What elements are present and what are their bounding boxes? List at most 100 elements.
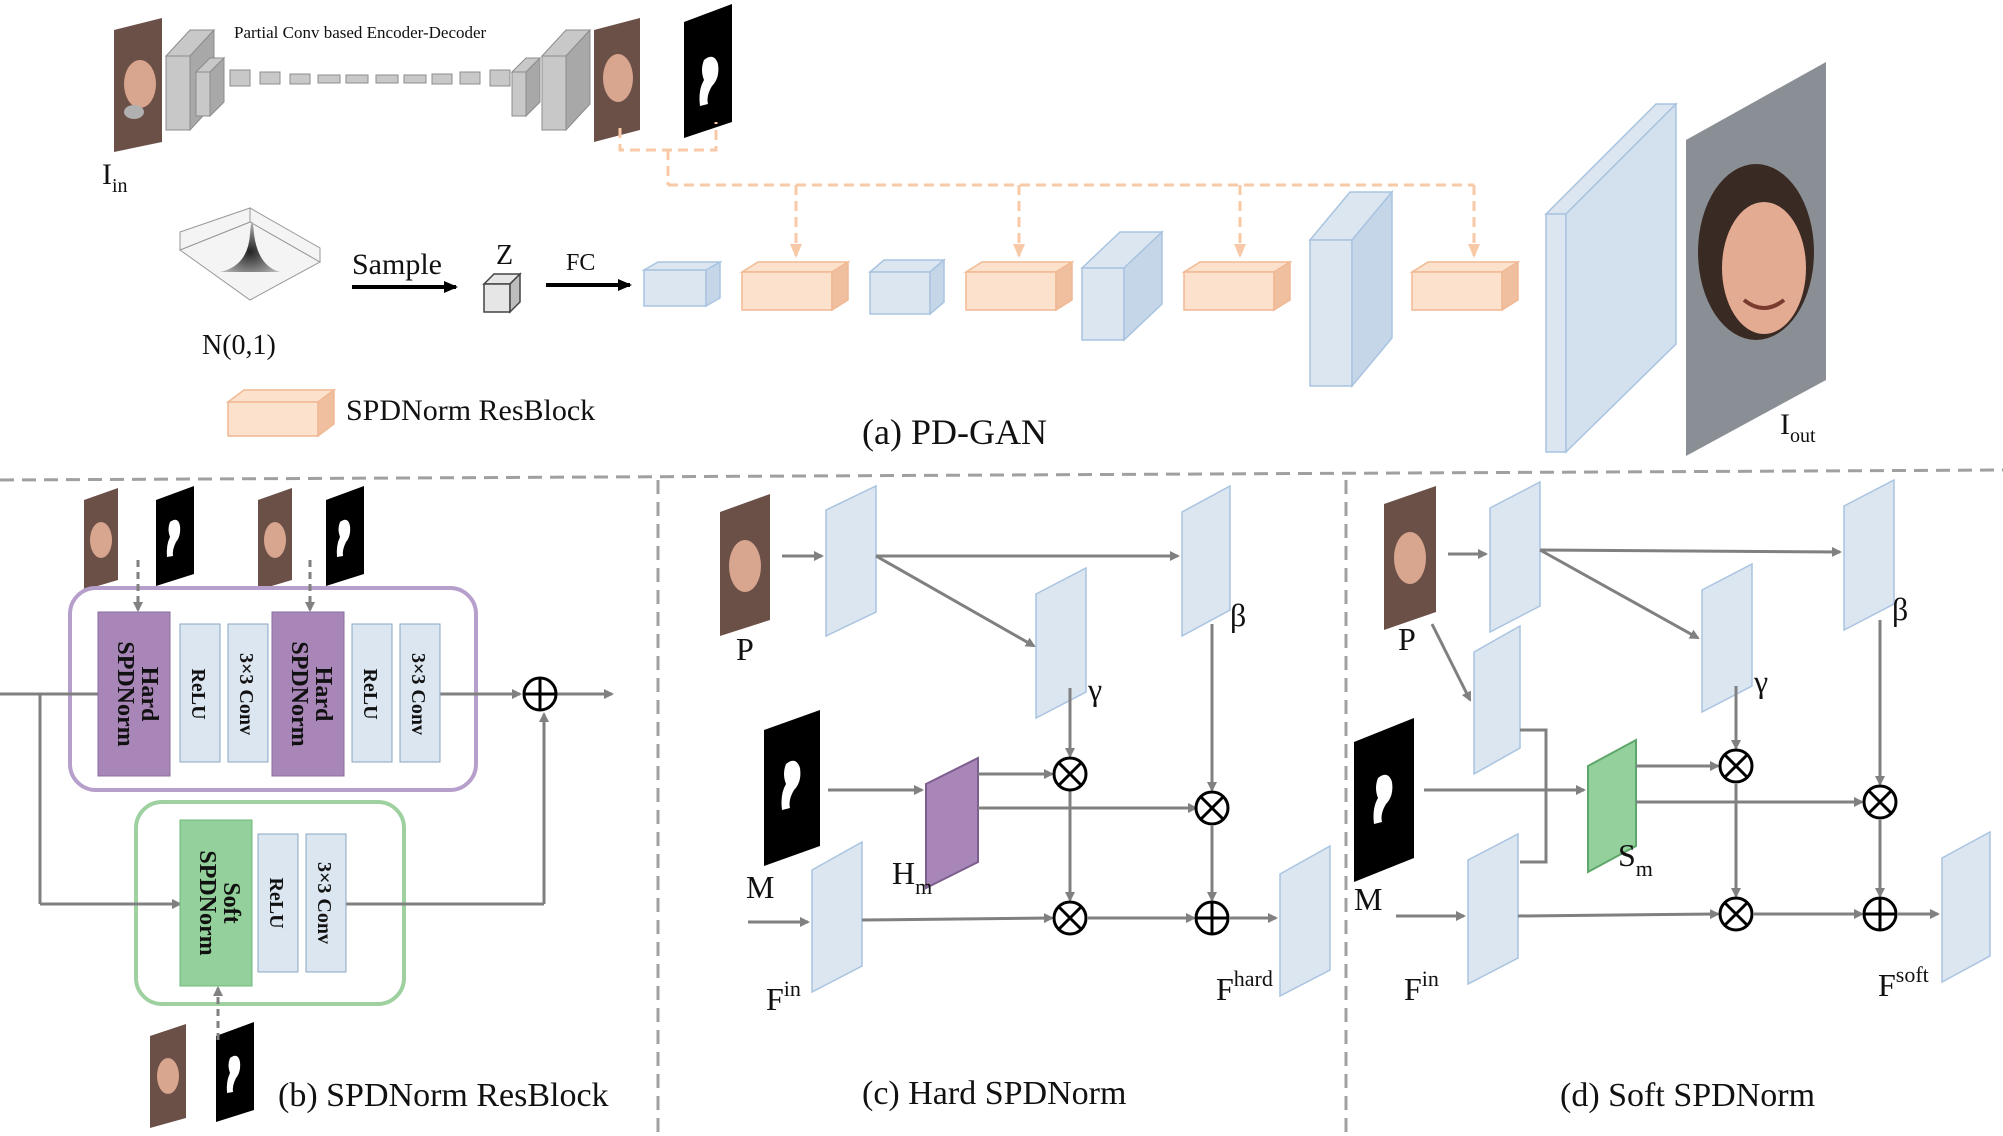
panel-b: Hard SPDNorm ReLU 3×3 Conv Hard SPDNorm …	[0, 486, 614, 1128]
d-soft-mask-block	[1587, 738, 1637, 874]
generator-blocks	[641, 102, 1678, 454]
d-fout-label: Fsoft	[1878, 962, 1929, 1003]
feature-block-5	[1544, 102, 1678, 454]
d-arrows	[1396, 546, 1940, 921]
output-label: Iout	[1780, 408, 1816, 447]
c-h-label: Hm	[892, 855, 932, 899]
d-proj-feature	[1473, 624, 1521, 776]
spdnorm-resblock-3	[1181, 260, 1293, 312]
caption-b: (b) SPDNorm ResBlock	[278, 1077, 609, 1114]
caption-c: (c) Hard SPDNorm	[862, 1075, 1126, 1112]
relu-block-1	[179, 623, 221, 763]
soft-spdnorm-line1: Soft	[218, 882, 244, 923]
c-beta-feature	[1181, 484, 1231, 638]
d-feature-sheets	[1467, 478, 1991, 986]
legend-label: SPDNorm ResBlock	[346, 394, 595, 427]
soft-spdnorm-block	[179, 819, 253, 987]
c-multiply-operators	[1052, 756, 1230, 936]
coarse-output-face-image	[594, 18, 640, 142]
c-fin-feature	[811, 840, 863, 994]
relu-2-label: ReLU	[359, 668, 381, 719]
hard-spdnorm-2-line2: SPDNorm	[286, 641, 312, 746]
panel-d: P M β γ Sm Fin Fsoft	[1354, 478, 1991, 1114]
d-beta-label: β	[1892, 591, 1908, 627]
c-fout-feature	[1279, 844, 1331, 998]
encoder-decoder-title: Partial Conv based Encoder-Decoder	[234, 23, 487, 42]
distribution-label: N(0,1)	[202, 330, 276, 361]
hard-spdnorm-1-line2: SPDNorm	[112, 641, 138, 746]
encoder-decoder	[164, 28, 592, 132]
relu-block-2	[351, 623, 393, 763]
feature-block-3	[1080, 230, 1164, 342]
c-fout-label: Fhard	[1216, 966, 1273, 1007]
input-face-image	[114, 18, 162, 152]
conv-block-1	[227, 623, 269, 763]
panel-a: Iin Partial Conv based Encoder-Decoder	[102, 4, 1826, 456]
c-p-label: P	[736, 631, 754, 667]
c-mask-image	[764, 710, 820, 866]
b-face-image-1	[84, 488, 118, 590]
hard-spdnorm-1-line1: Hard	[136, 667, 162, 722]
conv-2-label: 3×3 Conv	[407, 653, 429, 735]
conv-3-label: 3×3 Conv	[313, 862, 335, 944]
legend-spdnorm-resblock	[225, 388, 337, 438]
d-fin-label: Fin	[1404, 966, 1439, 1007]
conv-block-3	[305, 833, 347, 973]
d-gamma-feature	[1701, 562, 1753, 714]
latent-z-cube	[482, 272, 522, 314]
d-fout-feature	[1941, 830, 1991, 984]
c-gamma-feature	[1035, 566, 1087, 720]
relu-3-label: ReLU	[265, 877, 287, 928]
panel-dividers	[0, 468, 2003, 1136]
d-multiply-operators	[1718, 748, 1898, 932]
d-gamma-label: γ	[1753, 663, 1768, 699]
hard-branch-box	[68, 586, 478, 792]
gaussian-distribution-plot	[178, 207, 322, 301]
d-beta-feature	[1843, 478, 1895, 632]
b-mask-image-1	[156, 486, 194, 586]
caption-d: (d) Soft SPDNorm	[1560, 1077, 1815, 1114]
feature-block-2	[867, 258, 947, 316]
c-arrows	[748, 551, 1278, 927]
c-shared-feature	[825, 484, 877, 638]
c-m-label: M	[746, 869, 774, 905]
caption-a: (a) PD-GAN	[862, 412, 1047, 452]
c-fin-label: Fin	[766, 976, 801, 1017]
spdnorm-resblock-2	[963, 260, 1075, 312]
feature-block-4	[1308, 189, 1394, 389]
d-face-image	[1384, 486, 1436, 630]
d-shared-feature	[1489, 480, 1541, 634]
b-face-image-3	[150, 1024, 186, 1128]
d-fin-feature	[1467, 832, 1519, 986]
b-mask-image-3	[216, 1022, 254, 1122]
conv-1-label: 3×3 Conv	[235, 653, 257, 735]
soft-spdnorm-line2: SPDNorm	[194, 850, 220, 955]
input-label: Iin	[102, 158, 128, 197]
d-sum-operator	[1862, 896, 1898, 932]
spdnorm-resblock-1	[739, 260, 851, 312]
guidance-dashed-lines	[618, 122, 1480, 258]
d-p-label: P	[1398, 621, 1416, 657]
hard-spdnorm-block-1	[97, 611, 171, 777]
c-feature-sheets	[811, 484, 1331, 998]
hard-spdnorm-block-2	[271, 611, 345, 777]
c-sum-operator	[1194, 900, 1230, 936]
b-sum-operator	[522, 676, 558, 712]
d-mask-image	[1354, 718, 1414, 882]
sample-label: Sample	[352, 248, 442, 281]
b-mask-image-2	[326, 486, 364, 586]
d-m-label: M	[1354, 881, 1382, 917]
c-gamma-label: γ	[1087, 671, 1102, 707]
c-face-image	[720, 494, 770, 636]
feature-block-1	[641, 260, 723, 308]
spdnorm-resblock-4	[1409, 260, 1521, 312]
mask-image	[684, 4, 732, 138]
c-hard-mask-block	[925, 756, 979, 890]
b-face-image-2	[258, 488, 292, 590]
z-label: Z	[496, 240, 513, 271]
d-s-label: Sm	[1618, 837, 1653, 881]
b-arrows	[0, 560, 614, 1040]
c-beta-label: β	[1230, 597, 1246, 633]
conv-block-2	[399, 623, 441, 763]
